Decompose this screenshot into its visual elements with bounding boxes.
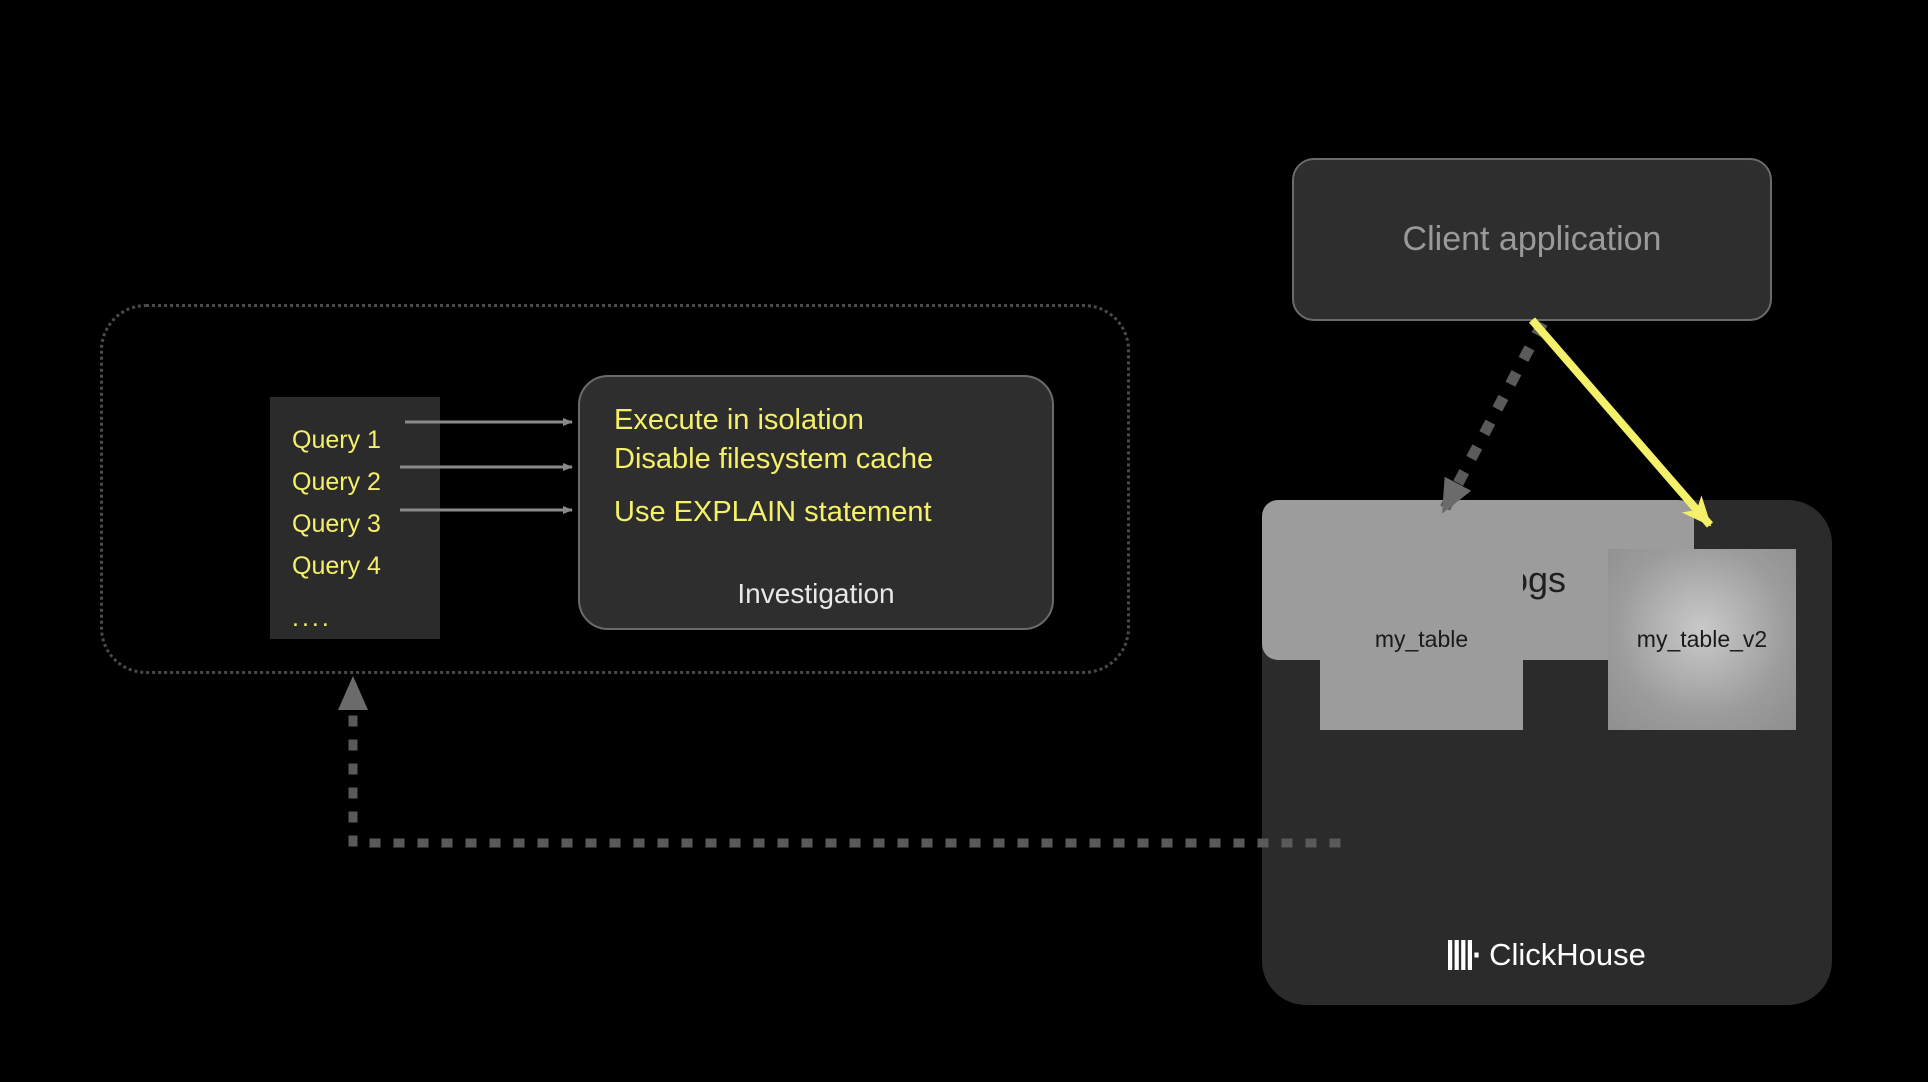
investigation-step: Disable filesystem cache xyxy=(614,443,934,475)
client-application-label: Client application xyxy=(1402,220,1662,258)
list-item: Query 1 xyxy=(292,426,381,454)
connector-client-to-my-table-v2 xyxy=(1528,317,1714,528)
query-list-box: Query 1 Query 2 Query 3 Query 4 .... xyxy=(270,397,440,639)
investigation-step: Execute in isolation xyxy=(614,404,864,436)
clickhouse-logo-text: ClickHouse xyxy=(1489,937,1646,972)
list-item: Query 3 xyxy=(292,510,381,538)
table-my-table: my_table xyxy=(1320,549,1523,730)
investigation-box: Execute in isolation Disable filesystem … xyxy=(578,375,1054,630)
list-item: Query 4 xyxy=(292,552,381,580)
investigation-title: Investigation xyxy=(737,578,895,609)
clickhouse-panel: my_table my_table_v2 query_logs ClickHou… xyxy=(1262,500,1832,1005)
connector-client-to-my-table xyxy=(1435,320,1548,520)
clickhouse-bars-icon xyxy=(1448,940,1479,970)
table-my-table-v2: my_table_v2 xyxy=(1608,549,1796,730)
table-label: my_table_v2 xyxy=(1636,626,1768,652)
investigation-step: Use EXPLAIN statement xyxy=(614,496,932,528)
table-label: my_table xyxy=(1374,626,1469,652)
investigation-container xyxy=(100,304,1130,674)
list-item: Query 2 xyxy=(292,468,381,496)
list-item-ellipsis: .... xyxy=(292,604,332,632)
spacer xyxy=(614,479,1052,493)
connector-query-logs-to-query-list xyxy=(338,673,1341,848)
client-application-box: Client application xyxy=(1292,158,1772,321)
clickhouse-logo: ClickHouse xyxy=(1262,937,1832,973)
